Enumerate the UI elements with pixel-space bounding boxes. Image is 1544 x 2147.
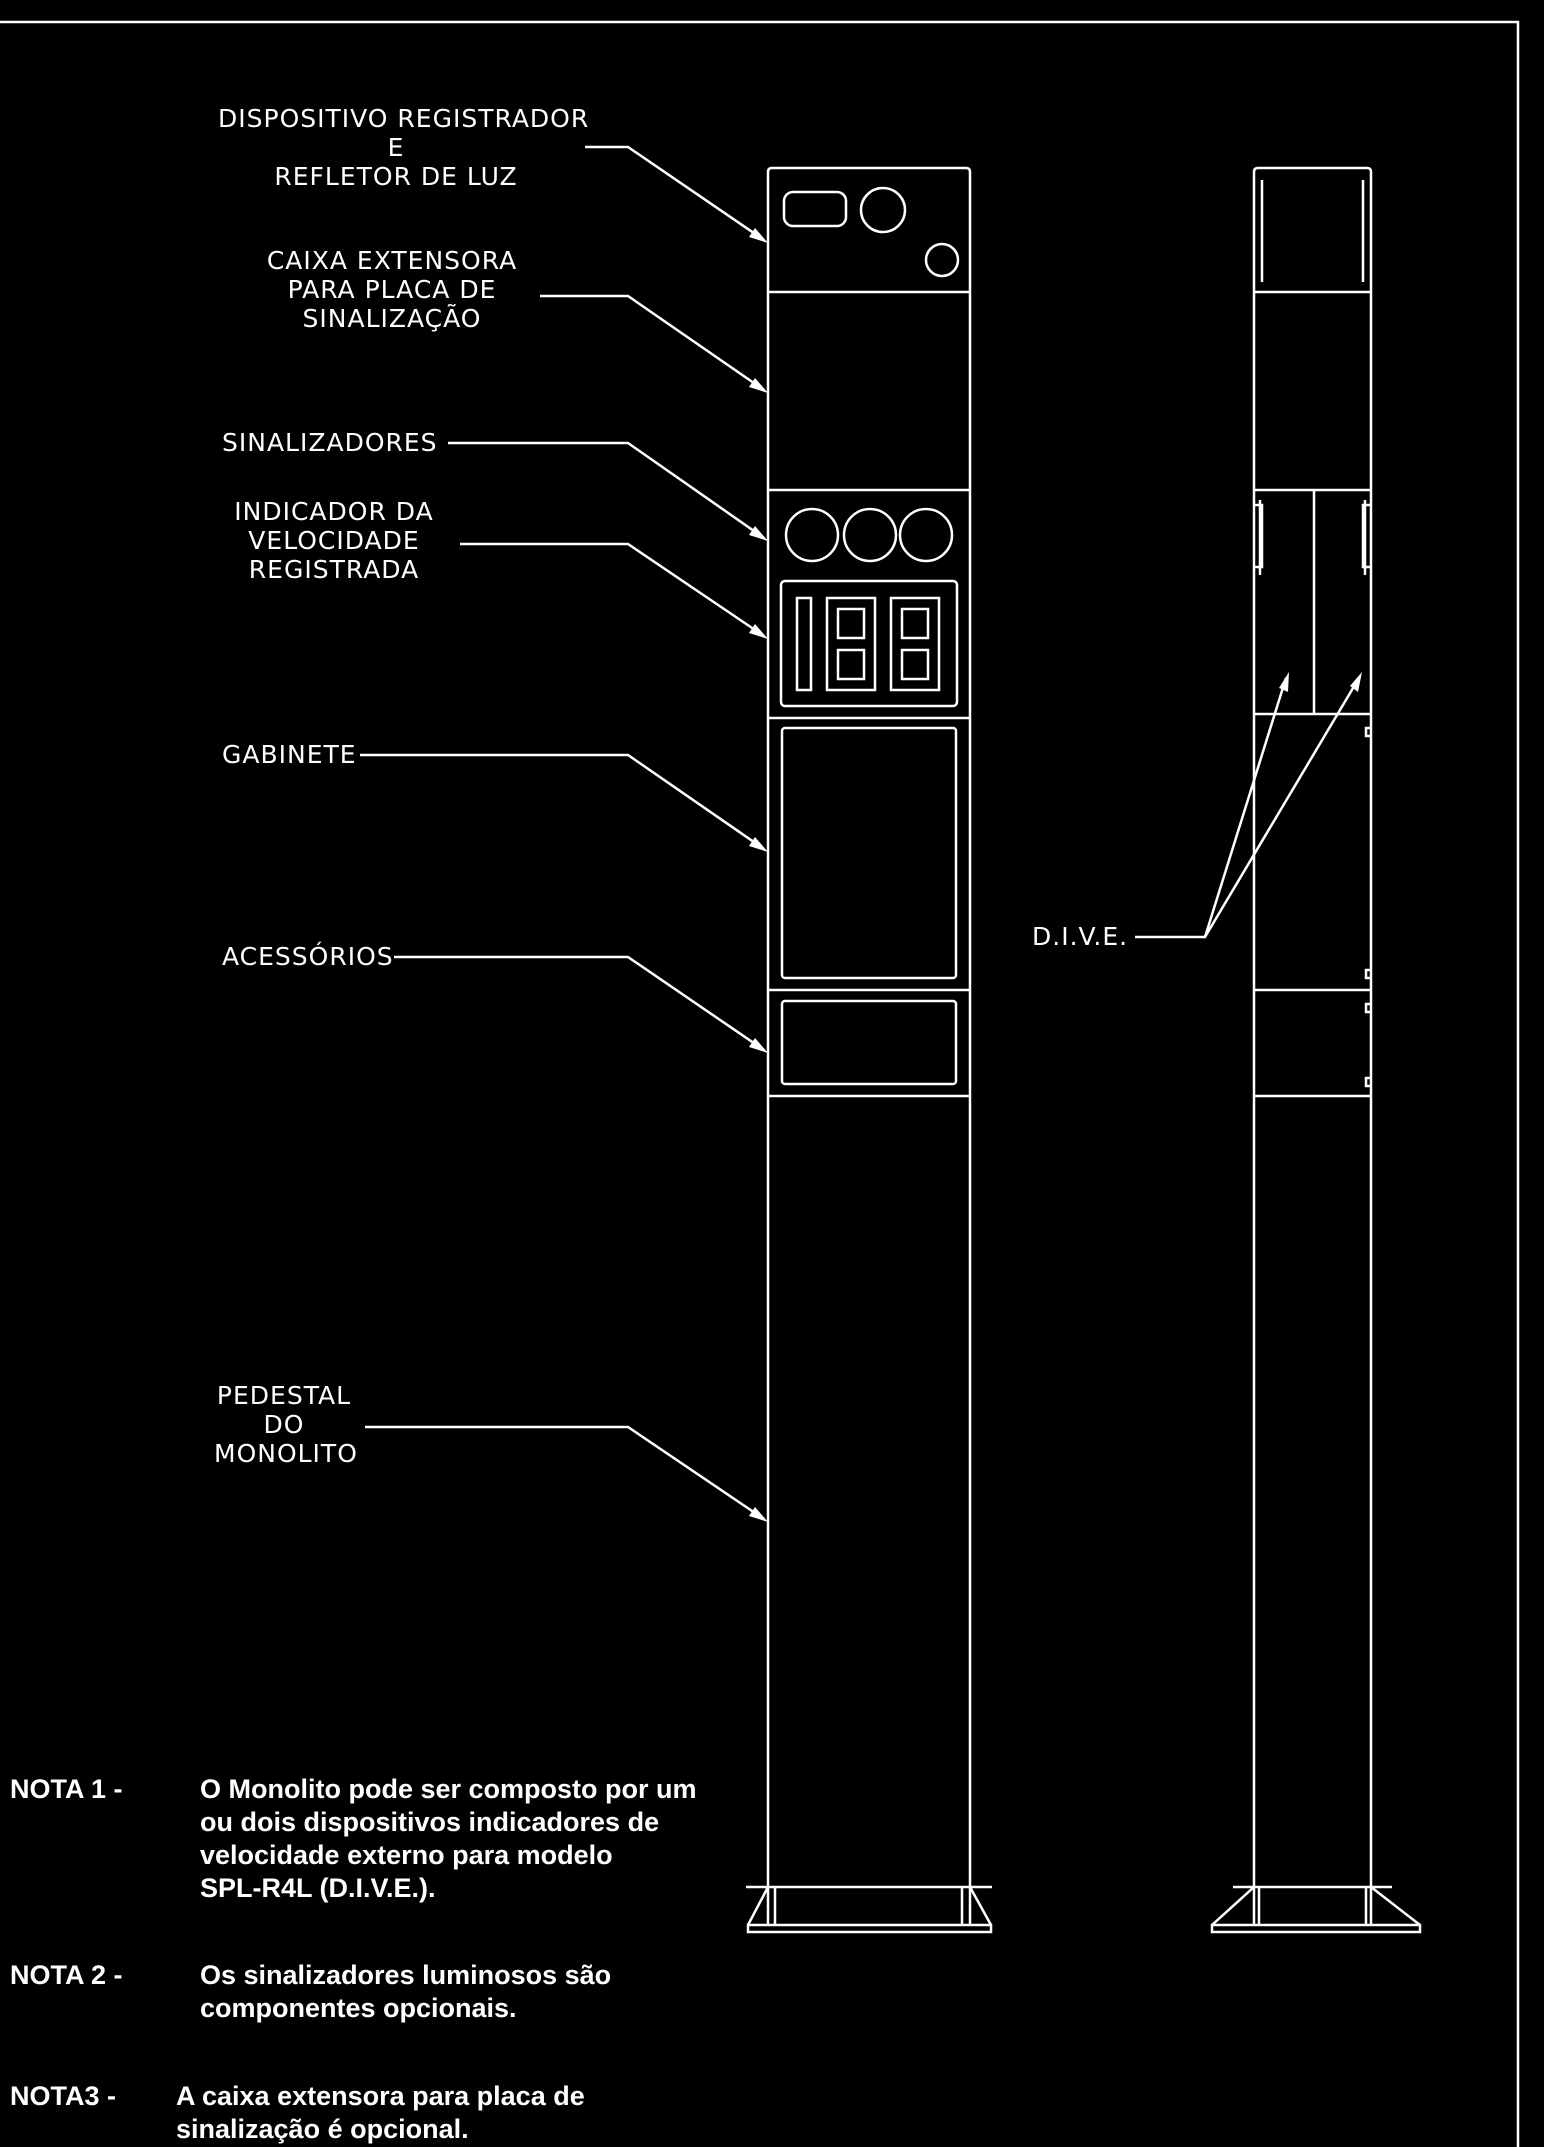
- front-outline: [766, 172, 972, 1925]
- leader-acessorios: [394, 955, 765, 1052]
- label-dive: D.I.V.E.: [1032, 922, 1129, 951]
- note-1-line-3: velocidade externo para modelo: [200, 1840, 613, 1870]
- digit-1: [795, 596, 813, 692]
- label-gabinete: GABINETE: [222, 740, 357, 769]
- section-dividers: [768, 290, 970, 1098]
- side-upper-slots: [1260, 180, 1365, 282]
- arrowheads: [749, 228, 1362, 1522]
- signal-light-3: [898, 507, 954, 563]
- front-top-cap: [766, 166, 972, 173]
- note-1-line-4: SPL-R4L (D.I.V.E.).: [200, 1873, 436, 1903]
- label-acessorios: ACESSÓRIOS: [222, 942, 394, 971]
- signal-light-1: [784, 507, 840, 563]
- note-2-heading: NOTA 2 -: [10, 1960, 123, 1990]
- side-base: [1210, 1885, 1422, 1934]
- light-reflector-small: [924, 242, 960, 278]
- cabinet-door: [780, 726, 958, 980]
- leader-dispositivo: [585, 145, 765, 242]
- note-2-line-2: componentes opcionais.: [200, 1993, 517, 2023]
- leader-sinalizadores: [448, 441, 765, 540]
- side-top-cap: [1252, 166, 1373, 173]
- note-1-heading: NOTA 1 -: [10, 1774, 123, 1804]
- leader-dive: [1135, 677, 1361, 939]
- note-3: NOTA3 - A caixa extensora para placa de …: [10, 2080, 585, 2146]
- leader-pedestal: [365, 1425, 765, 1521]
- note-1-line-1: O Monolito pode ser composto por um: [200, 1774, 697, 1804]
- label-sinalizadores: SINALIZADORES: [222, 428, 438, 457]
- side-slots-mid: [1258, 490, 1367, 714]
- note-1-line-2: ou dois dispositivos indicadores de: [200, 1807, 660, 1837]
- leader-gabinete: [360, 753, 765, 851]
- light-reflector-large: [859, 186, 907, 234]
- note-2-line-1: Os sinalizadores luminosos são: [200, 1960, 612, 1990]
- side-outline: [1252, 172, 1373, 1925]
- speed-display-digits: [795, 596, 941, 692]
- speed-display-frame: [779, 579, 959, 708]
- dive-brackets: [1254, 503, 1371, 569]
- note-3-line-2: sinalização é opcional.: [176, 2114, 469, 2144]
- note-2: NOTA 2 - Os sinalizadores luminosos são …: [10, 1959, 611, 2025]
- accessories-door: [780, 999, 958, 1086]
- leader-lines: [360, 145, 1361, 1521]
- digit-8-a: [825, 596, 877, 692]
- front-base: [746, 1885, 993, 1934]
- registrator-window: [782, 190, 848, 228]
- leader-caixa: [540, 294, 765, 392]
- note-3-heading: NOTA3 -: [10, 2081, 116, 2111]
- monolith-side-view: [1210, 166, 1422, 1934]
- drawing-border: [0, 20, 1520, 2147]
- signal-light-2: [842, 507, 898, 563]
- side-hinges: [1364, 726, 1371, 1088]
- leader-indicador: [460, 542, 765, 638]
- side-dividers: [1254, 290, 1371, 1098]
- note-3-line-1: A caixa extensora para placa de: [176, 2081, 585, 2111]
- note-1: NOTA 1 - O Monolito pode ser composto po…: [10, 1773, 697, 1905]
- monolith-front-view: [746, 166, 993, 1934]
- digit-8-b: [889, 596, 941, 692]
